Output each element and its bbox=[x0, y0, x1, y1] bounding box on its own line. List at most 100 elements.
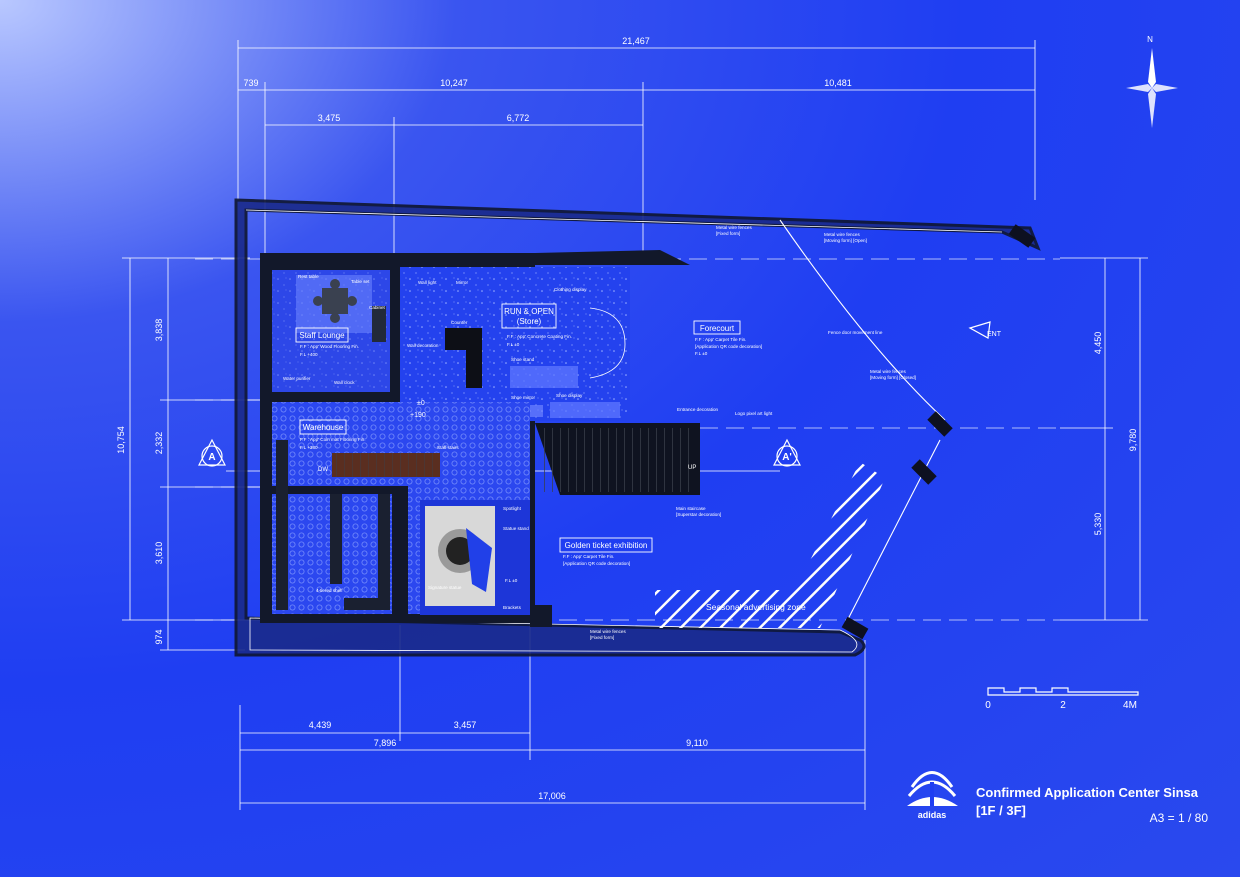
svg-text:Staff stairs: Staff stairs bbox=[437, 445, 459, 450]
svg-text:Statue stand: Statue stand bbox=[503, 526, 529, 531]
dim-bottom-total: 17,006 bbox=[538, 791, 566, 801]
dim-top-total: 21,467 bbox=[622, 36, 650, 46]
label-store: RUN & OPEN (Store) F.F : App' Concrete C… bbox=[501, 303, 572, 347]
svg-text:F.L +380: F.L +380 bbox=[300, 445, 318, 450]
svg-text:F.L ±0: F.L ±0 bbox=[507, 342, 520, 347]
svg-text:+190: +190 bbox=[410, 412, 426, 419]
svg-text:Wall light: Wall light bbox=[418, 280, 437, 285]
svg-text:4-tiered shelf: 4-tiered shelf bbox=[316, 588, 343, 593]
svg-text:Table set: Table set bbox=[351, 279, 370, 284]
drawing-scale: A3 = 1 / 80 bbox=[1150, 811, 1209, 825]
dim-top-10247: 10,247 bbox=[440, 78, 468, 88]
dim-right-5330: 5,330 bbox=[1093, 513, 1103, 536]
svg-text:[Application QR code decoratio: [Application QR code decoration] bbox=[695, 344, 762, 349]
svg-text:[Moving form] [Open]: [Moving form] [Open] bbox=[824, 238, 867, 243]
svg-text:F.F : App' Coin mat Flooring F: F.F : App' Coin mat Flooring Fin. bbox=[300, 437, 365, 442]
svg-text:F.L +400: F.L +400 bbox=[300, 352, 318, 357]
svg-text:F.F : App' Concrete Coating Fi: F.F : App' Concrete Coating Fin. bbox=[507, 334, 572, 339]
label-staff-lounge: Staff Lounge F.F : App' Wood Flooring Fi… bbox=[295, 327, 359, 357]
project-title: Confirmed Application Center Sinsa bbox=[976, 785, 1199, 800]
label-warehouse: Warehouse F.F : App' Coin mat Flooring F… bbox=[299, 419, 365, 450]
fence-panel-1 bbox=[927, 411, 953, 437]
counter bbox=[445, 328, 482, 388]
dim-left-3838: 3,838 bbox=[154, 319, 164, 342]
svg-text:Water purifier: Water purifier bbox=[283, 376, 311, 381]
svg-text:DW: DW bbox=[318, 467, 328, 473]
dim-top-10481: 10,481 bbox=[824, 78, 852, 88]
svg-text:Metal wire fences: Metal wire fences bbox=[590, 629, 626, 634]
annotations: Rest table Table set Cabinet Water purif… bbox=[283, 225, 1002, 640]
dim-bottom-9110: 9,110 bbox=[686, 738, 708, 748]
svg-text:Wall clock: Wall clock bbox=[334, 380, 355, 385]
svg-text:[Application QR code decoratio: [Application QR code decoration] bbox=[563, 561, 630, 566]
right-dimensions: 4,450 5,330 9,780 bbox=[1060, 257, 1148, 621]
fence-panel-3 bbox=[841, 616, 869, 640]
svg-text:F.F : App' Carpet Tile Fin.: F.F : App' Carpet Tile Fin. bbox=[563, 554, 614, 559]
dim-top-3475: 3,475 bbox=[318, 113, 341, 123]
svg-text:Metal wire fences: Metal wire fences bbox=[716, 225, 752, 230]
section-marker-a-prime: A' bbox=[773, 438, 801, 467]
svg-text:2: 2 bbox=[1060, 700, 1066, 711]
svg-text:F.F : App' Carpet Tile Fin.: F.F : App' Carpet Tile Fin. bbox=[695, 337, 746, 342]
dim-left-974: 974 bbox=[154, 629, 164, 644]
svg-text:Shoe stand: Shoe stand bbox=[511, 357, 535, 362]
svg-text:Clothing display: Clothing display bbox=[554, 287, 587, 292]
adidas-logo: adidas bbox=[907, 771, 958, 820]
svg-text:0: 0 bbox=[985, 700, 991, 711]
svg-text:Golden ticket exhibition: Golden ticket exhibition bbox=[565, 541, 648, 550]
shoe-display bbox=[550, 402, 620, 418]
svg-text:[Fixed form]: [Fixed form] bbox=[716, 231, 740, 236]
top-dimensions: 21,467 739 10,247 10,481 3,475 6,772 bbox=[237, 36, 1036, 265]
svg-text:(Store): (Store) bbox=[517, 317, 542, 326]
dim-left-total: 10,754 bbox=[116, 426, 126, 454]
entrance-arrow bbox=[968, 321, 991, 339]
svg-text:Warehouse: Warehouse bbox=[303, 423, 344, 432]
svg-text:Logo pixel art light: Logo pixel art light bbox=[735, 411, 773, 416]
svg-text:Shoe display: Shoe display bbox=[556, 393, 583, 398]
svg-text:Signature statue: Signature statue bbox=[428, 585, 462, 590]
signature-statue bbox=[466, 528, 492, 592]
svg-text:F.L ±0: F.L ±0 bbox=[505, 578, 518, 583]
seasonal-advertising-zone bbox=[655, 462, 885, 628]
svg-text:Entrance decoration: Entrance decoration bbox=[677, 407, 719, 412]
svg-text:Forecourt: Forecourt bbox=[700, 324, 735, 333]
dim-left-3610: 3,610 bbox=[154, 542, 164, 565]
svg-text:Cabinet: Cabinet bbox=[369, 305, 386, 310]
svg-text:±0: ±0 bbox=[417, 400, 425, 407]
table-set bbox=[322, 288, 348, 314]
section-marker-a: A bbox=[198, 438, 226, 467]
svg-text:Brackets: Brackets bbox=[503, 605, 522, 610]
dim-bottom-7896: 7,896 bbox=[374, 738, 397, 748]
svg-text:adidas: adidas bbox=[918, 810, 947, 820]
four-tiered-shelves bbox=[276, 440, 390, 610]
dim-bottom-4439: 4,439 bbox=[309, 720, 332, 730]
svg-text:Staff Lounge: Staff Lounge bbox=[299, 331, 345, 340]
svg-text:[Fixed form]: [Fixed form] bbox=[590, 635, 614, 640]
fence-panel-2 bbox=[911, 459, 937, 485]
svg-text:4M: 4M bbox=[1123, 700, 1137, 711]
project-floors: [1F / 3F] bbox=[976, 803, 1026, 818]
svg-text:A': A' bbox=[782, 452, 792, 463]
svg-text:RUN & OPEN: RUN & OPEN bbox=[504, 307, 554, 316]
svg-text:F.F : App' Wood Flooring Fin.: F.F : App' Wood Flooring Fin. bbox=[300, 344, 359, 349]
svg-text:N: N bbox=[1147, 35, 1153, 44]
label-forecourt: Forecourt F.F : App' Carpet Tile Fin. [A… bbox=[693, 320, 762, 356]
svg-text:Main staircase: Main staircase bbox=[676, 506, 706, 511]
svg-text:A: A bbox=[208, 452, 215, 463]
label-golden-ticket: Golden ticket exhibition F.F : App' Carp… bbox=[505, 537, 653, 583]
svg-text:Metal wire fences: Metal wire fences bbox=[870, 369, 906, 374]
site-boundary-line bbox=[249, 617, 858, 653]
svg-text:Metal wire fences: Metal wire fences bbox=[824, 232, 860, 237]
svg-text:Wall decoration: Wall decoration bbox=[407, 343, 439, 348]
dim-top-6772: 6,772 bbox=[507, 113, 530, 123]
svg-text:Rest table: Rest table bbox=[298, 274, 319, 279]
shoe-stand bbox=[510, 366, 578, 388]
svg-text:ENT: ENT bbox=[987, 331, 1002, 338]
svg-text:F.L ±0: F.L ±0 bbox=[695, 351, 708, 356]
fence-panel-4 bbox=[1008, 224, 1036, 248]
svg-text:[Superstar decoration]: [Superstar decoration] bbox=[676, 512, 721, 517]
svg-text:Counter: Counter bbox=[451, 320, 468, 325]
fence-door-movement-line bbox=[779, 219, 946, 421]
